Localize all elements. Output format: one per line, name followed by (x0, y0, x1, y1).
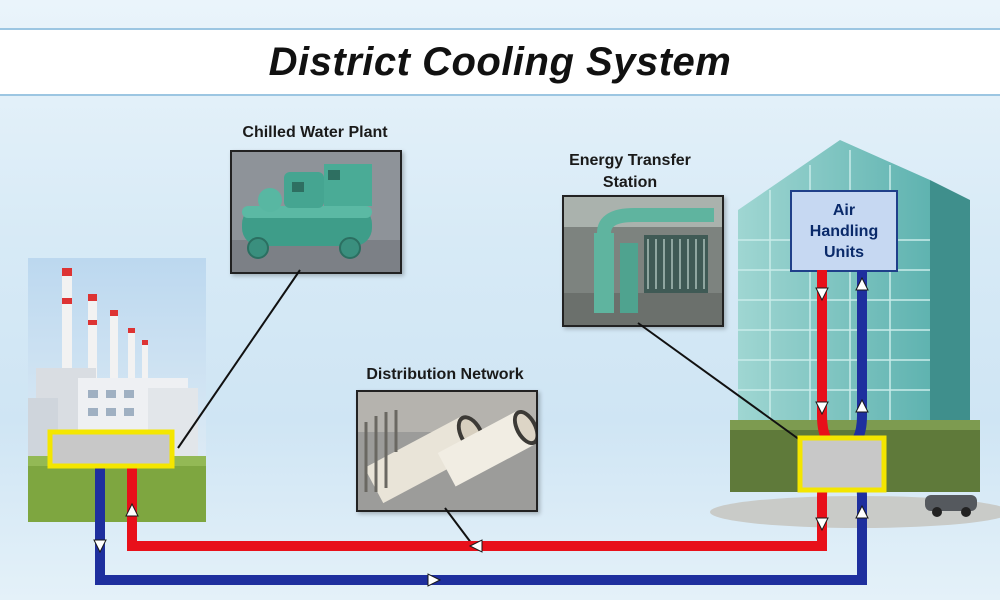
title-band: District Cooling System (0, 28, 1000, 96)
arrow-blue-up-2 (855, 398, 869, 413)
ets-connector-line (637, 322, 801, 441)
return-pipe-upper (840, 270, 867, 457)
ahu-label-line1: Air (832, 201, 856, 219)
air-handling-units-box: Air Handling Units (790, 190, 898, 272)
arrow-red-down-1 (815, 287, 829, 302)
arrow-plant-down (93, 539, 107, 554)
chiller-connector-line (177, 269, 301, 449)
power-plant-photo (28, 258, 206, 522)
energy-transfer-station-label: Energy Transfer Station (540, 150, 720, 194)
chiller-photo (230, 150, 402, 274)
supply-pipe-upper (817, 270, 844, 457)
arrow-blue-up-1 (855, 276, 869, 291)
return-pipe-lower (95, 462, 867, 585)
arrow-ets-blue-up (855, 504, 869, 519)
arrow-ets-red-down (815, 517, 829, 532)
distribution-pipes-photo (356, 390, 538, 512)
diagram-title: District Cooling System (268, 39, 732, 84)
arrow-red-down-2 (815, 401, 829, 416)
energy-transfer-station-label-line2: Station (602, 174, 658, 191)
supply-pipe-lower (127, 462, 827, 551)
ahu-label-line3: Units (824, 243, 864, 261)
energy-transfer-station-photo (562, 195, 724, 327)
energy-transfer-station-label-line1: Energy Transfer (569, 152, 691, 169)
arrow-plant-up (125, 502, 139, 517)
plant-highlight-frame (47, 429, 175, 469)
arrow-supply-left (468, 539, 483, 553)
arrow-return-right (427, 573, 442, 587)
chilled-water-plant-label: Chilled Water Plant (242, 124, 388, 141)
ahu-label-line2: Handling (809, 222, 879, 240)
distribution-network-label: Distribution Network (366, 366, 524, 383)
ets-highlight-frame (797, 435, 887, 493)
